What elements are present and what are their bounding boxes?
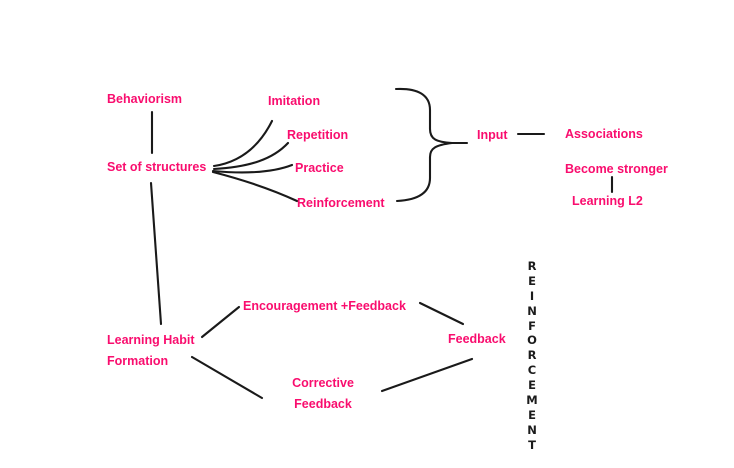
node-associations: Associations — [565, 127, 643, 141]
edge-corrective-feedback — [380, 357, 474, 393]
node-corrective-feedback: Corrective Feedback — [283, 373, 363, 415]
edge-encouragement-feedback — [418, 301, 465, 326]
node-learning-habit-formation: Learning Habit Formation — [107, 330, 195, 372]
node-input: Input — [477, 128, 508, 142]
edge-structures-repetition — [212, 141, 290, 171]
node-reinforcement-method: Reinforcement — [297, 196, 385, 210]
edge-habit-corrective — [190, 355, 264, 400]
node-behaviorism: Behaviorism — [107, 92, 183, 106]
node-imitation: Imitation — [268, 94, 321, 108]
brace-methods-to-input — [394, 87, 469, 203]
edge-habit-encouragement — [200, 305, 241, 339]
node-practice: Practice — [295, 161, 344, 175]
node-learning-habit-formation-line2: Formation — [107, 354, 169, 368]
edge-structures-reinforcement — [211, 170, 299, 203]
node-corrective-feedback-line1: Corrective — [292, 376, 354, 390]
node-learning-l2: Learning L2 — [572, 194, 643, 208]
node-feedback: Feedback — [448, 332, 506, 346]
node-set-of-structures: Set of structures — [107, 160, 207, 174]
node-corrective-feedback-line2: Feedback — [294, 397, 352, 411]
edge-structures-practice — [211, 163, 294, 174]
node-become-stronger: Become stronger — [565, 162, 668, 176]
node-repetition: Repetition — [287, 128, 349, 142]
edge-structures-habit — [149, 181, 163, 326]
node-learning-habit-formation-line1: Learning Habit — [107, 333, 195, 347]
node-encouragement-feedback: Encouragement +Feedback — [243, 299, 406, 313]
edge-structures-imitation — [212, 119, 274, 168]
